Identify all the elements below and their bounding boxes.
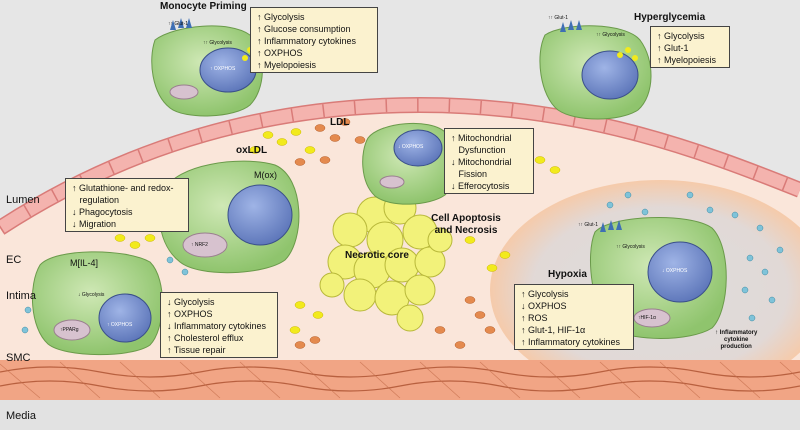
- mitochondrion-icon: [647, 241, 713, 303]
- ec-label: EC: [6, 254, 22, 266]
- box-line: ↑ Glycolysis: [657, 31, 705, 41]
- box-line: ↓ Migration: [72, 219, 117, 229]
- mil4-glyco-label: ↓ Glycolysis: [78, 292, 105, 298]
- mono-glut-label: ↑↑ Glut-1: [168, 21, 189, 27]
- mox-cell: [159, 160, 300, 274]
- glut1-receptor-icon: [600, 220, 622, 232]
- nucleus-icon: [53, 319, 91, 341]
- mil4-box: ↓ Glycolysis ↑ OXPHOS ↓ Inflammatory cyt…: [160, 292, 278, 358]
- mitochondrion-icon: [393, 129, 443, 167]
- box-line: regulation: [72, 195, 120, 205]
- glycolysis-dots: [617, 47, 638, 61]
- inflam-line: production: [720, 344, 752, 350]
- hyper-glut-label: ↑↑ Glut-1: [548, 15, 569, 21]
- media-label: Media: [6, 410, 36, 422]
- media-region: [0, 400, 800, 430]
- mitochondrion-icon: [581, 50, 639, 100]
- smc-label: SMC: [6, 352, 31, 364]
- box-line: ↓ Glycolysis: [167, 297, 215, 307]
- hyperglycemia-box: ↑ Glycolysis ↑ Glut-1 ↑ Myelopoiesis: [650, 26, 730, 68]
- box-line: ↓ Phagocytosis: [72, 207, 133, 217]
- inflam-line: ↑ Inflammatory: [715, 330, 758, 336]
- hypoxia-box: ↑ Glycolysis ↓ OXPHOS ↑ ROS ↑ Glut-1, HI…: [514, 284, 634, 350]
- box-line: Fission: [451, 169, 488, 179]
- box-line: Dysfunction: [451, 145, 506, 155]
- hif-label: ↑HIF-1α: [638, 315, 656, 321]
- box-line: ↑ Myelopoiesis: [257, 60, 317, 70]
- mil4-oxphos-label: ↑ OXPHOS: [107, 322, 133, 328]
- box-line: ↑ ROS: [521, 313, 548, 323]
- ldl-label: LDL: [330, 117, 350, 128]
- nucleus-icon: [182, 232, 228, 258]
- mox-box: ↑ Glutathione- and redox- regulation ↓ P…: [65, 178, 189, 232]
- cytokine-particles-blue: [21, 191, 784, 334]
- monocyte-priming-cell: [151, 18, 263, 117]
- box-line: ↓ OXPHOS: [521, 301, 567, 311]
- box-line: ↑ Glycolysis: [521, 289, 569, 299]
- box-line: ↑ OXPHOS: [257, 48, 303, 58]
- inflammatory-production-label: ↑ Inflammatory cytokine production: [715, 330, 757, 351]
- mono-oxphos-label: ↑ OXPHOS: [210, 66, 236, 72]
- hyp-glut-label: ↑↑ Glut-1: [578, 222, 599, 228]
- nucleus-icon: [633, 308, 671, 328]
- hyper-glyco-label: ↑↑ Glycolysis: [596, 32, 625, 38]
- pparg-label: ↑PPARg: [60, 327, 79, 333]
- box-line: ↑ Myelopoiesis: [657, 55, 717, 65]
- nrf2-label: ↑ NRF2: [191, 242, 208, 248]
- box-line: ↑ Inflammatory cytokines: [521, 337, 621, 347]
- box-line: ↑ Inflammatory cytokines: [257, 36, 357, 46]
- mitochondrial-dysfunction-box: ↑ Mitochondrial Dysfunction ↓ Mitochondr…: [444, 128, 534, 194]
- mitochondrion-icon: [227, 184, 293, 246]
- hypoxia-title: Hypoxia: [548, 269, 587, 280]
- lumen-label: Lumen: [6, 194, 40, 206]
- dysfunction-oxphos-label: ↓ OXPHOS: [398, 144, 424, 150]
- box-line: ↓ Efferocytosis: [451, 181, 510, 191]
- mono-glyco-label: ↑↑ Glycolysis: [203, 40, 232, 46]
- glut1-receptor-icon: [170, 18, 192, 30]
- dysfunction-cell: [362, 122, 456, 205]
- glut1-receptor-icon: [560, 20, 582, 32]
- box-line: ↑ Tissue repair: [167, 345, 226, 355]
- mil4-label: M[IL-4]: [70, 258, 99, 268]
- box-line: ↑ Glut-1: [657, 43, 689, 53]
- nucleus-icon: [379, 175, 405, 189]
- endothelial-layer: [0, 96, 800, 235]
- hyp-glyco-label: ↑↑ Glycolysis: [616, 244, 645, 250]
- mil4-cell: [31, 251, 163, 356]
- monocyte-priming-title: Monocyte Priming: [160, 1, 247, 12]
- box-line: ↓ Mitochondrial: [451, 157, 512, 167]
- box-line: ↑ OXPHOS: [167, 309, 213, 319]
- monocyte-priming-box: ↑ Glycolysis ↑ Glucose consumption ↑ Inf…: [250, 7, 378, 73]
- box-line: ↑ Glucose consumption: [257, 24, 351, 34]
- mox-label: M(ox): [254, 170, 277, 180]
- box-line: ↓ Inflammatory cytokines: [167, 321, 267, 331]
- hyperglycemia-title: Hyperglycemia: [634, 12, 706, 23]
- oxldl-label: oxLDL: [236, 145, 268, 156]
- smc-layer: [0, 360, 800, 400]
- box-line: ↑ Cholesterol efflux: [167, 333, 244, 343]
- hyp-oxphos-label: ↓ OXPHOS: [662, 268, 688, 274]
- box-line: ↑ Mitochondrial: [451, 133, 512, 143]
- box-line: ↑ Glycolysis: [257, 12, 305, 22]
- hyperglycemia-cell: [539, 20, 652, 120]
- apoptosis-label: Cell Apoptosis and Necrosis: [431, 213, 501, 236]
- box-line: ↑ Glut-1, HIF-1α: [521, 325, 586, 335]
- intima-label: Intima: [6, 290, 36, 302]
- inflam-line: cytokine: [724, 337, 749, 343]
- necrotic-core-label: Necrotic core: [345, 250, 409, 261]
- mitochondrion-icon: [98, 293, 152, 343]
- nucleus-icon: [169, 84, 199, 100]
- box-line: ↑ Glutathione- and redox-: [72, 183, 174, 193]
